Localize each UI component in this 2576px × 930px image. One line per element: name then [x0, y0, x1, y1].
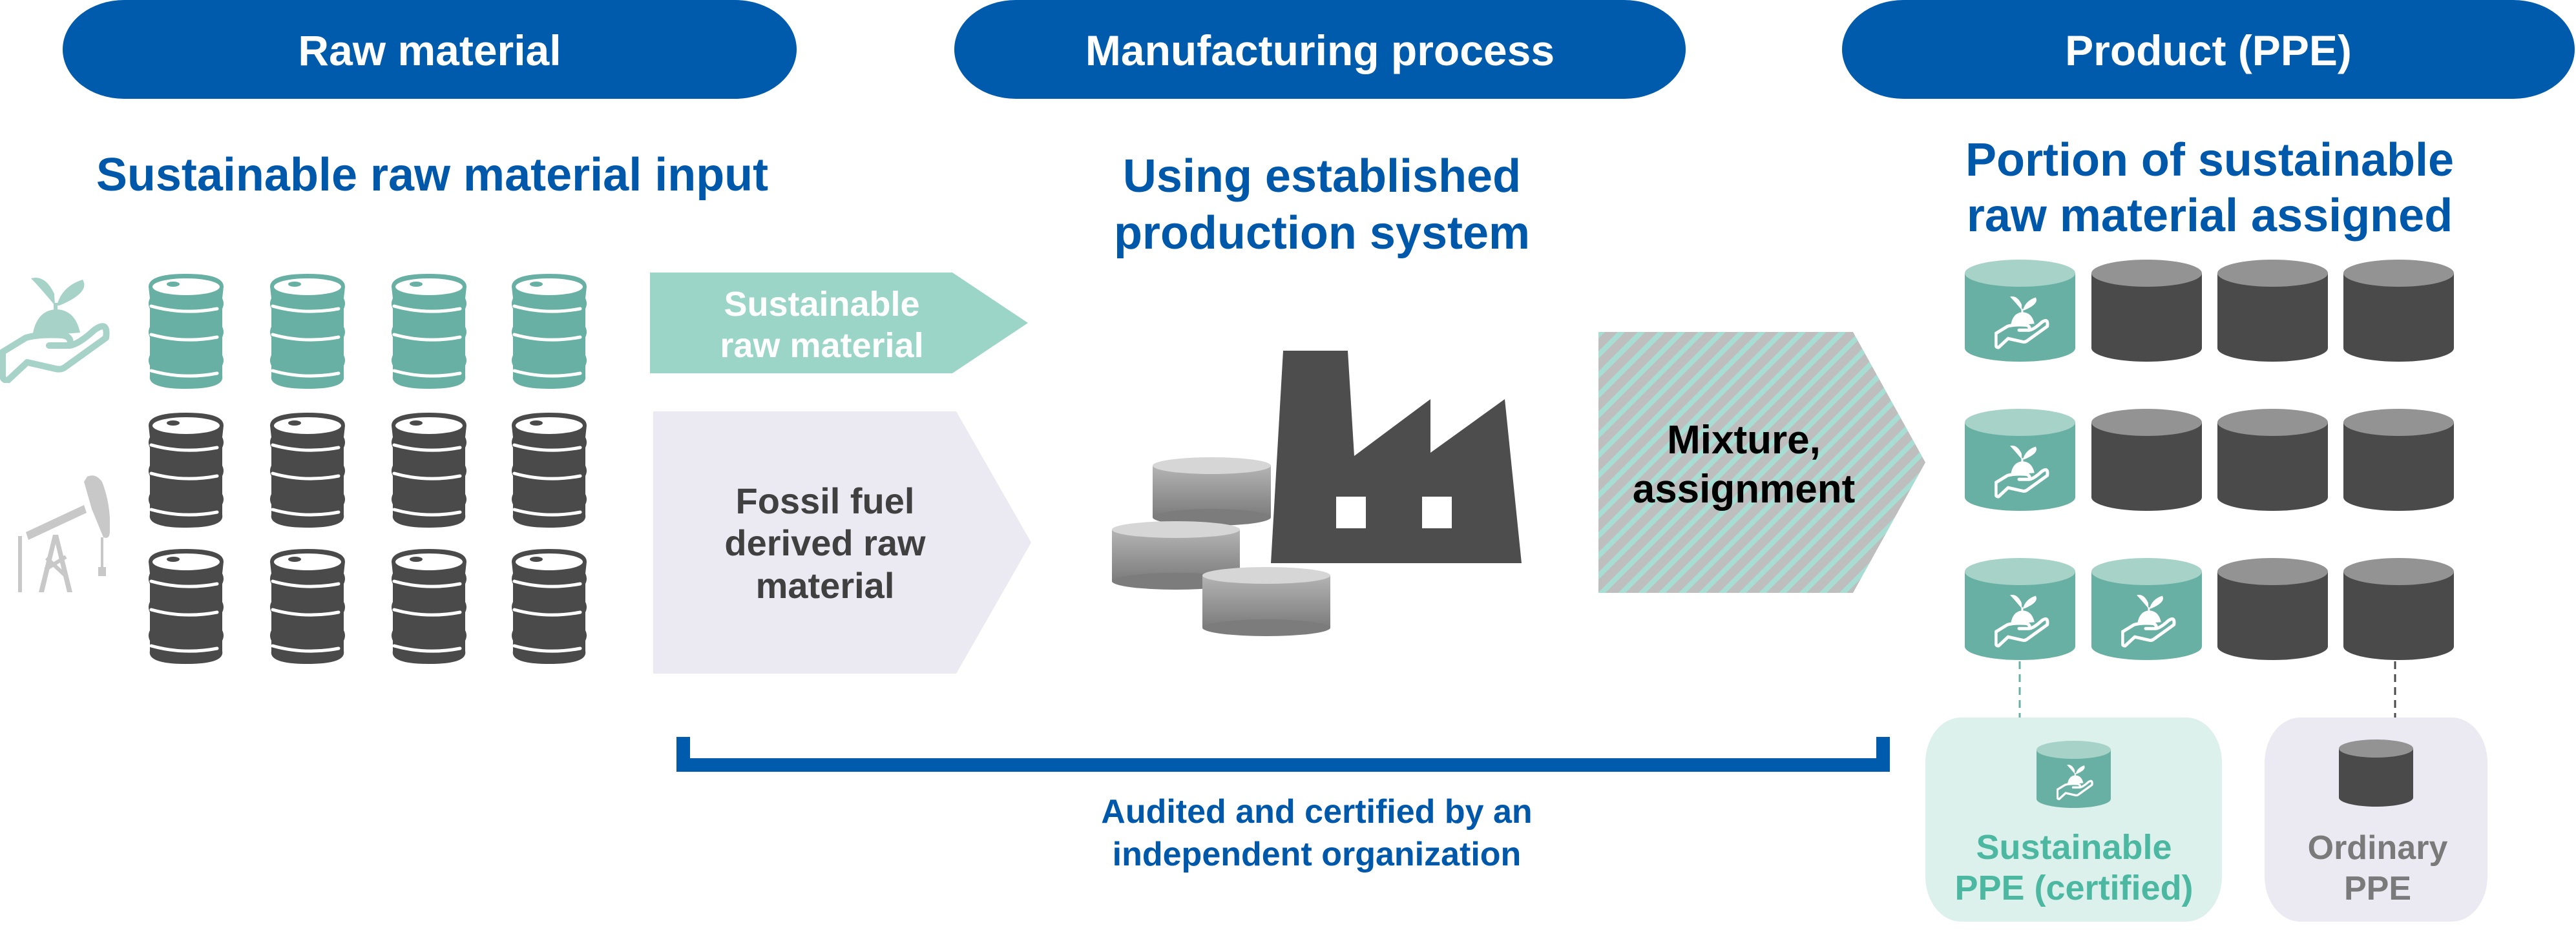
ordinary-ppe-card: Ordinary PPE: [2265, 718, 2487, 922]
fossil-arrow-line3: material: [756, 565, 895, 606]
stage-pill-raw-material: Raw material: [63, 0, 797, 99]
sustainable-barrel-icon: [270, 274, 345, 389]
stage-pill-product: Product (PPE): [1842, 0, 2575, 99]
ordinary-product-cylinder: [2091, 409, 2202, 511]
mixture-line1: Mixture,: [1667, 418, 1821, 462]
manufacturing-subtitle-line1: Using established: [1123, 150, 1521, 202]
fossil-barrel-icon: [270, 549, 345, 664]
hand-sprout-icon: [3, 278, 107, 380]
fossil-barrel-icon: [392, 413, 466, 528]
storage-tank: [1202, 567, 1330, 636]
mixture-assignment-arrow: Mixture, assignment: [1598, 332, 1925, 593]
sustainable-product-cylinder: [1965, 260, 2075, 362]
sustainable-raw-material-arrow: Sustainable raw material: [650, 273, 1028, 373]
fossil-barrel-icon: [149, 549, 224, 664]
ordinary-cylinder: [2339, 739, 2413, 807]
ordinary-product-cylinder: [2217, 260, 2328, 362]
audit-text-line2: independent organization: [1113, 836, 1522, 873]
sustainable-ppe-card: Sustainable PPE (certified): [1925, 718, 2222, 922]
factory-icon: [1271, 351, 1522, 563]
fossil-barrel-icon: [392, 549, 466, 664]
product-subtitle-line2: raw material assigned: [1967, 190, 2453, 242]
product-cylinders: [1965, 260, 2454, 660]
stage-pill-manufacturing: Manufacturing process: [954, 0, 1686, 99]
product-subtitle-line1: Portion of sustainable: [1965, 134, 2454, 186]
raw-material-barrels: [149, 274, 587, 664]
manufacturing-subtitle-line2: production system: [1114, 207, 1530, 259]
fossil-barrel-icon: [512, 549, 587, 664]
ordinary-product-cylinder: [2217, 558, 2328, 660]
sustainable-barrel-icon: [512, 274, 587, 389]
sustainable-arrow-line2: raw material: [720, 326, 923, 365]
stage-title-raw-material: Raw material: [298, 26, 561, 74]
audit-text-line1: Audited and certified by an: [1101, 793, 1532, 831]
storage-tank: [1153, 457, 1271, 526]
sustainable-barrel-icon: [149, 274, 224, 389]
sustainable-ppe-label-line1: Sustainable: [1976, 828, 2172, 867]
mixture-line2: assignment: [1633, 467, 1856, 512]
sustainable-arrow-line1: Sustainable: [724, 285, 919, 324]
raw-material-subtitle: Sustainable raw material input: [96, 149, 768, 201]
fossil-raw-material-arrow: Fossil fuel derived raw material: [653, 411, 1031, 674]
ordinary-product-cylinder: [2343, 558, 2454, 660]
ordinary-product-cylinder: [2343, 409, 2454, 511]
ordinary-product-cylinder: [2343, 260, 2454, 362]
sustainable-ppe-cylinder-icon: [2037, 741, 2111, 808]
ordinary-ppe-label-line2: PPE: [2344, 870, 2411, 907]
stage-title-manufacturing: Manufacturing process: [1085, 26, 1555, 74]
fossil-arrow-line1: Fossil fuel: [736, 480, 915, 521]
fossil-barrel-icon: [149, 413, 224, 528]
ordinary-ppe-cylinder-icon: [2339, 739, 2413, 807]
sustainable-cylinder: [2037, 741, 2111, 808]
sustainable-barrel-icon: [392, 274, 466, 389]
sustainable-ppe-label-line2: PPE (certified): [1954, 869, 2193, 907]
ordinary-product-cylinder: [2217, 409, 2328, 511]
fossil-barrel-icon: [270, 413, 345, 528]
stage-title-product: Product (PPE): [2065, 26, 2352, 74]
ordinary-ppe-label-line1: Ordinary: [2308, 829, 2448, 867]
sustainable-product-cylinder: [2091, 558, 2202, 660]
fossil-barrel-icon: [512, 413, 587, 528]
sustainable-product-cylinder: [1965, 558, 2075, 660]
sustainable-product-cylinder: [1965, 409, 2075, 511]
audit-bracket: [676, 737, 1890, 772]
ordinary-product-cylinder: [2091, 260, 2202, 362]
fossil-arrow-line2: derived raw: [724, 522, 926, 563]
pump-jack-icon: [18, 475, 110, 592]
